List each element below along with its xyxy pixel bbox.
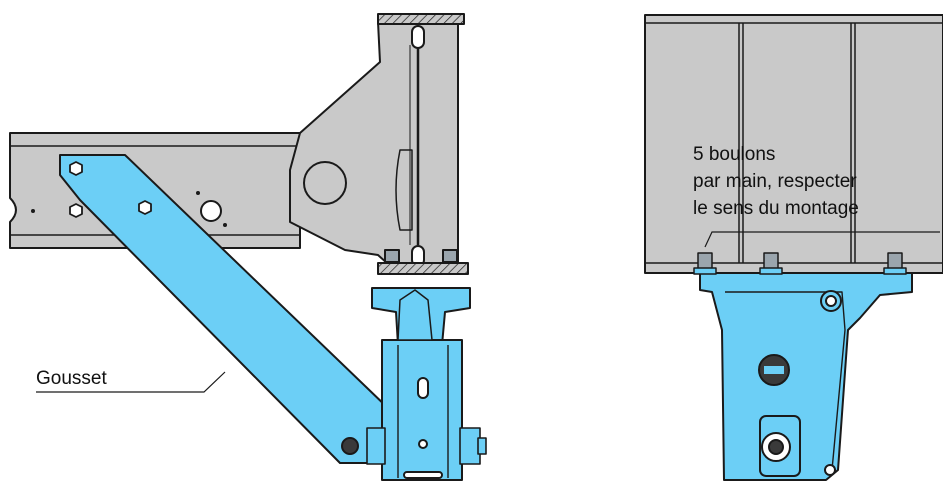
beam-hole bbox=[200, 200, 222, 222]
left-view bbox=[9, 13, 487, 481]
bottom-hatched-plate bbox=[377, 262, 469, 275]
post-large-hole bbox=[303, 161, 347, 205]
right-beam bbox=[644, 14, 943, 274]
side-bolts bbox=[366, 427, 487, 465]
bracket-base-slot bbox=[403, 471, 443, 479]
bracket-hole bbox=[418, 439, 428, 449]
bracket-slot bbox=[417, 377, 429, 399]
right-bracket bbox=[699, 272, 913, 481]
bolts-label-line1: 5 boulons bbox=[693, 144, 776, 165]
right-view bbox=[644, 14, 943, 481]
bolts-label-line2: par main, respecter bbox=[693, 171, 857, 192]
slot-top bbox=[411, 25, 425, 49]
gusset-leader bbox=[36, 371, 226, 393]
post-slot bbox=[395, 149, 413, 231]
mounting-bolts bbox=[693, 252, 907, 275]
left-bracket-body bbox=[381, 339, 463, 481]
bolts-label-line3: le sens du montage bbox=[693, 198, 859, 219]
gusset-label: Gousset bbox=[36, 368, 107, 389]
side-nut bbox=[341, 437, 359, 455]
right-bracket-inner bbox=[725, 291, 846, 471]
bolts-leader bbox=[704, 231, 940, 248]
vertical-post-plate bbox=[289, 21, 459, 265]
top-hatched-plate bbox=[377, 13, 465, 25]
gusset-bolts bbox=[69, 161, 152, 218]
left-bracket-ridge bbox=[397, 289, 433, 341]
plate-bolts bbox=[384, 249, 458, 263]
right-small-hole bbox=[824, 464, 836, 476]
gusset bbox=[59, 154, 391, 464]
